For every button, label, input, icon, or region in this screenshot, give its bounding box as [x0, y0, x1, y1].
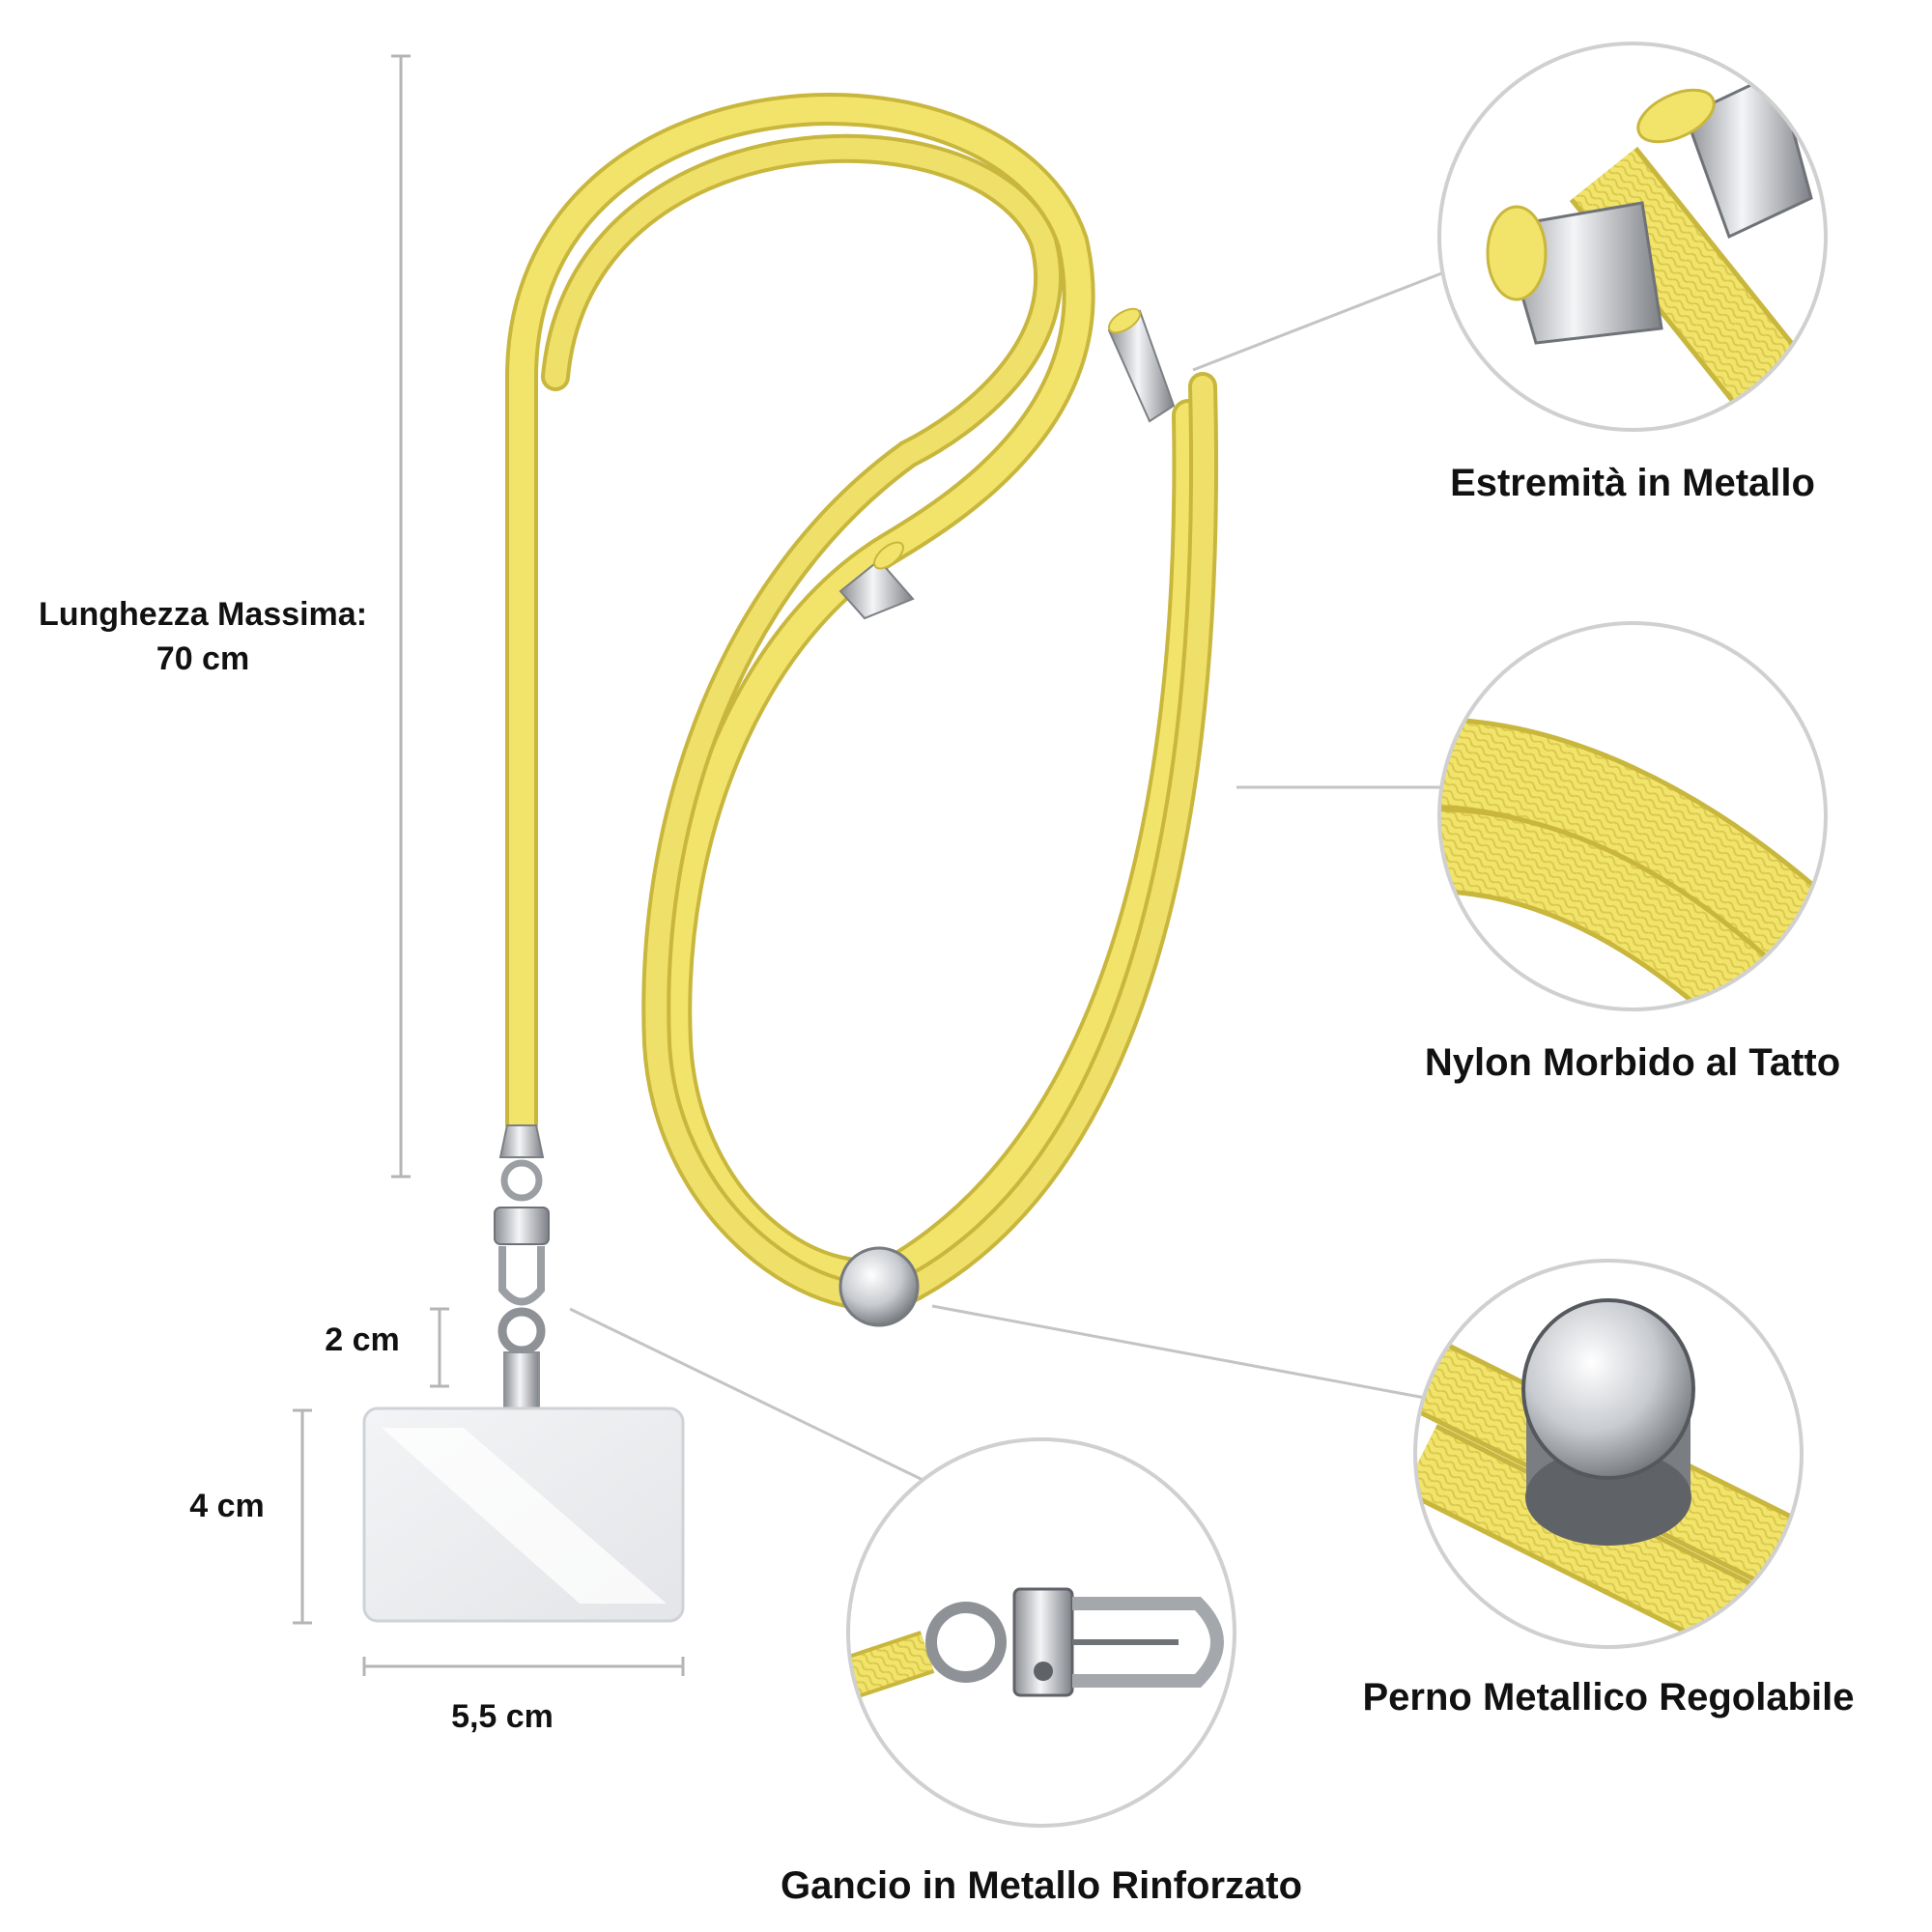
soft-nylon-label: Nylon Morbido al Tatto — [1424, 1041, 1841, 1084]
callout-nylon — [1437, 621, 1828, 1011]
pad-height-dimension-line — [293, 1408, 312, 1625]
adjustable-pin-knob — [838, 1246, 920, 1327]
connector-tab — [503, 1351, 540, 1411]
metal-ends-label: Estremità in Metallo — [1450, 462, 1815, 504]
lanyard-cord — [505, 93, 1218, 1311]
max-length-value: 70 cm — [156, 640, 250, 677]
length-dimension-line — [391, 54, 411, 1179]
metal-end-cap-upper — [1107, 307, 1176, 423]
pad-height-label: 4 cm — [189, 1488, 265, 1524]
connector-dimension-line — [430, 1307, 449, 1388]
pad-width-dimension-line — [362, 1657, 685, 1676]
callout-metal-ends — [1437, 42, 1828, 432]
pad-width-label: 5,5 cm — [451, 1698, 554, 1735]
callout-reinforced-hook — [846, 1437, 1236, 1828]
max-length-title: Lunghezza Massima: — [38, 596, 368, 633]
phone-adhesive-pad — [362, 1406, 685, 1623]
leader-line-hook — [569, 1307, 946, 1492]
adjustable-pin-label: Perno Metallico Regolabile — [1362, 1676, 1855, 1719]
metal-end-cap-lower — [838, 541, 915, 620]
swivel-clasp — [494, 1124, 550, 1355]
leader-line-ends — [1192, 269, 1450, 372]
reinforced-hook-label: Gancio in Metallo Rinforzato — [780, 1864, 1303, 1907]
connector-height-label: 2 cm — [325, 1321, 400, 1358]
leader-line-pin — [931, 1304, 1426, 1400]
max-length-label: Lunghezza Massima: 70 cm — [19, 592, 386, 681]
callout-adjustable-pin — [1413, 1259, 1804, 1649]
